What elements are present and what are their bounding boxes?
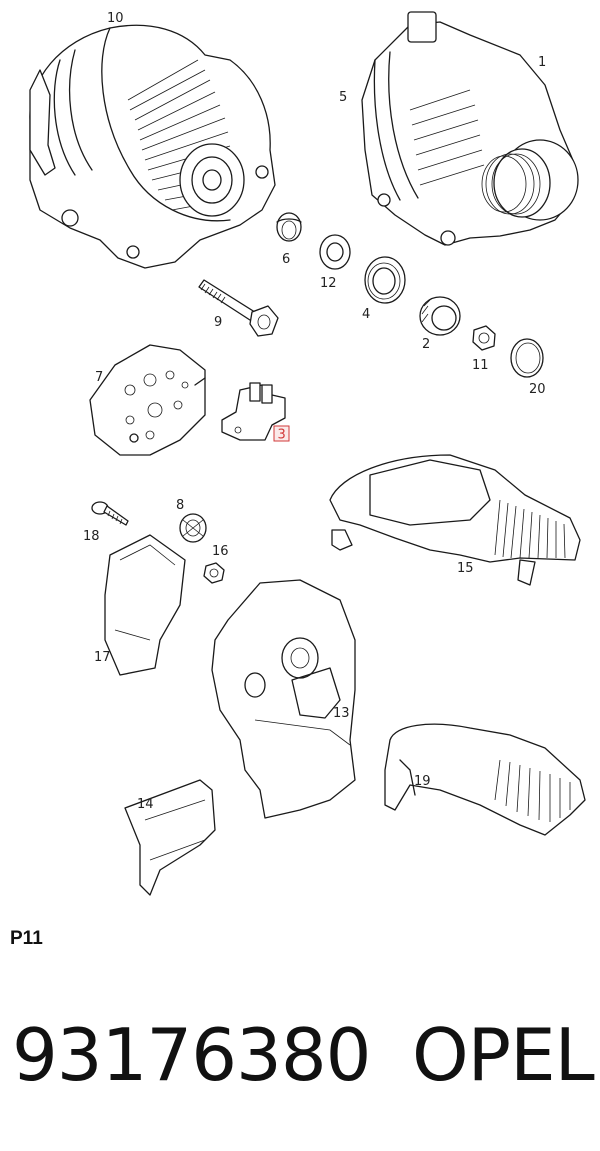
callout-5: 5 <box>339 90 347 105</box>
brand-name: OPEL <box>412 1013 595 1097</box>
part-20-ring <box>510 338 544 378</box>
part-7-rectifier <box>89 344 206 456</box>
callout-18: 18 <box>83 529 100 544</box>
callout-1: 1 <box>538 55 546 70</box>
part-19-cover <box>384 723 586 836</box>
callout-3-box <box>273 425 290 442</box>
part-17-plate <box>104 534 186 676</box>
callout-20: 20 <box>529 382 546 397</box>
part-12-bearing <box>319 234 351 270</box>
callout-6: 6 <box>282 252 290 267</box>
part-13-shroud <box>211 579 356 819</box>
callout-16: 16 <box>212 544 229 559</box>
part-1-alternator <box>361 11 579 246</box>
callout-3: 3 <box>278 428 286 443</box>
callout-10: 10 <box>107 11 124 26</box>
part-14-bracket <box>124 779 216 896</box>
callout-8: 8 <box>176 498 184 513</box>
part-9-bolt <box>198 279 279 337</box>
part-11-nut <box>472 325 496 351</box>
part-number: 93176380 <box>12 1013 371 1097</box>
callout-19: 19 <box>414 774 431 789</box>
callout-17: 17 <box>94 650 111 665</box>
callout-labels: 10 1 5 6 12 4 9 2 11 20 7 3 8 18 16 15 1… <box>83 11 546 812</box>
callout-11: 11 <box>472 358 489 373</box>
part-3-brush-holder <box>221 382 286 441</box>
callout-4: 4 <box>362 307 370 322</box>
sheet-code: P11 <box>10 928 43 949</box>
callout-9: 9 <box>214 315 222 330</box>
callout-7: 7 <box>95 370 103 385</box>
part-10-alternator <box>29 24 276 269</box>
part-2-nut <box>419 296 461 336</box>
exploded-parts-diagram: 10 1 5 6 12 4 9 2 11 20 7 3 8 18 16 15 1… <box>29 11 586 896</box>
part-15-cover <box>329 454 581 586</box>
part-8-grommet <box>179 513 207 543</box>
part-6-clip <box>276 212 302 242</box>
part-18-screw <box>91 501 129 526</box>
callout-13: 13 <box>333 706 350 721</box>
callout-14: 14 <box>137 797 154 812</box>
part-4-bearing <box>364 256 406 304</box>
callout-15: 15 <box>457 561 474 576</box>
callout-12: 12 <box>320 276 337 291</box>
part-16-nut <box>203 562 225 584</box>
callout-2: 2 <box>422 337 430 352</box>
